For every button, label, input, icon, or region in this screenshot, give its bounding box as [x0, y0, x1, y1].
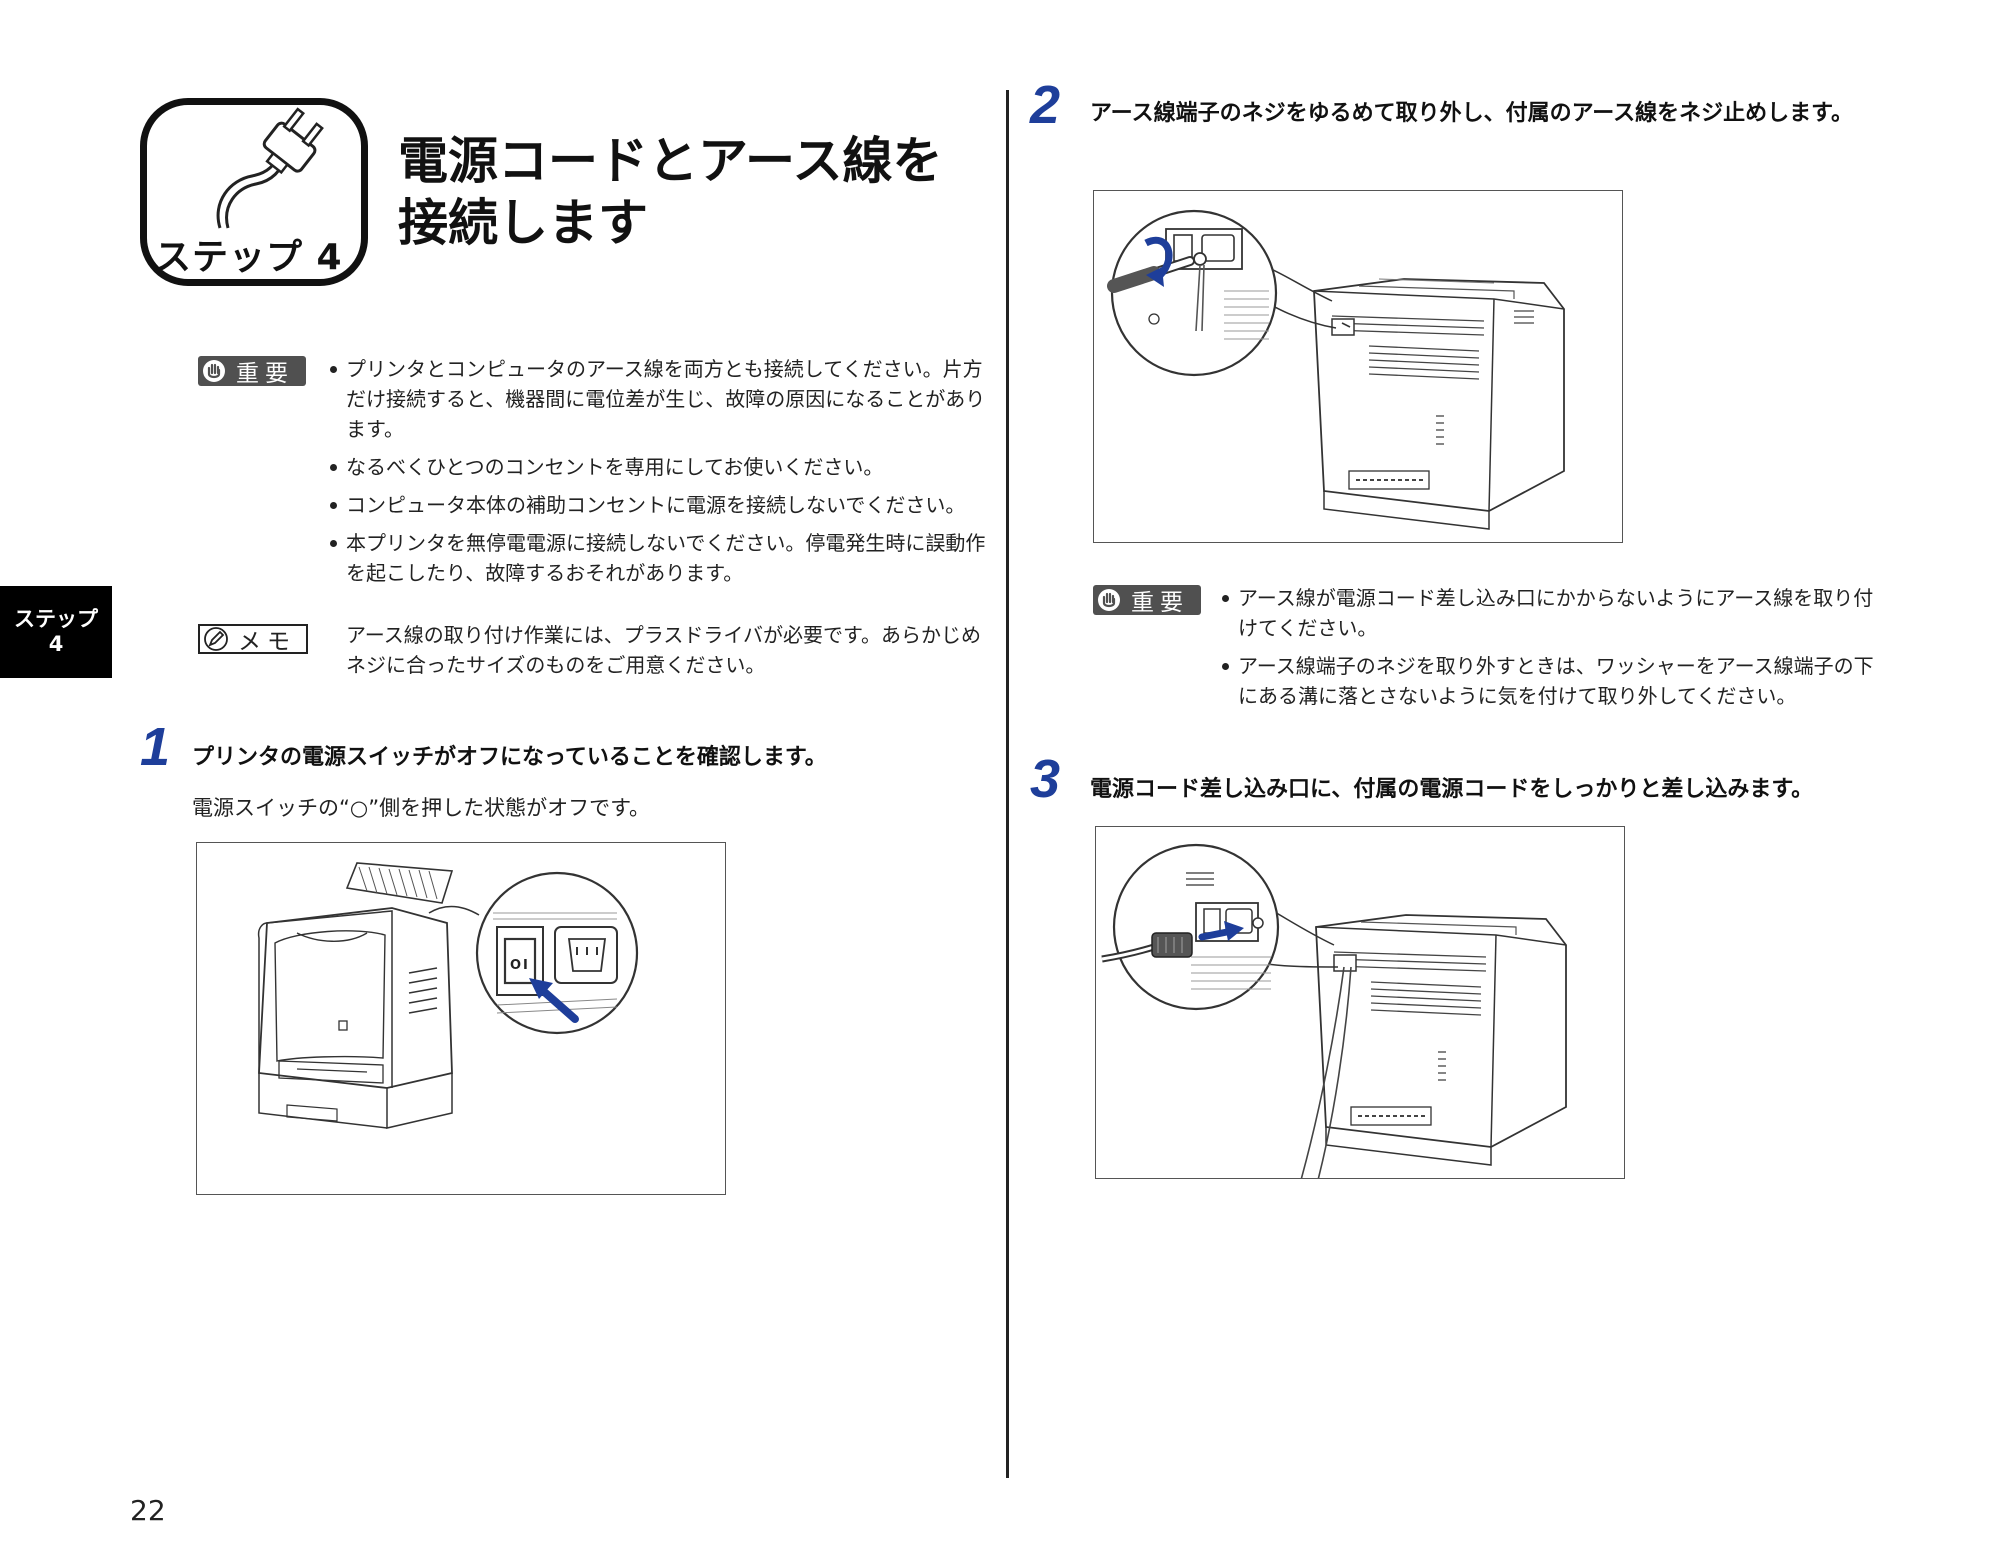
list-item: アース線が電源コード差し込み口にかからないようにアース線を取り付けてください。	[1220, 583, 1888, 643]
chapter-side-tab[interactable]: ステップ 4	[0, 586, 112, 678]
pencil-icon	[204, 627, 228, 651]
printer-front-illustration: O I	[257, 862, 639, 1129]
step-3-heading: 電源コード差し込み口に、付属の電源コードをしっかりと差し込みます。	[1090, 777, 1814, 802]
switch-off-mark: O	[510, 958, 521, 973]
memo-tag: メモ	[198, 624, 308, 655]
step-badge	[140, 98, 368, 286]
power-plug-icon	[216, 107, 324, 229]
list-item: アース線端子のネジを取り外すときは、ワッシャーをアース線端子の下にある溝に落とさ…	[1220, 651, 1888, 711]
important-tag: 重要	[198, 356, 306, 387]
page-title-line1: 電源コードとアース線を	[398, 132, 943, 190]
important-list: プリンタとコンピュータのアース線を両方とも接続してください。片方だけ接続すると、…	[328, 354, 988, 596]
page-title: 電源コードとアース線を 接続します	[398, 130, 943, 254]
step-1-number: 1	[140, 717, 171, 777]
important-list: アース線が電源コード差し込み口にかからないようにアース線を取り付けてください。 …	[1220, 583, 1888, 719]
important-tag-label: 重要	[236, 361, 294, 387]
step-badge-label: ステップ 4	[155, 237, 343, 278]
list-item: プリンタとコンピュータのアース線を両方とも接続してください。片方だけ接続すると、…	[328, 354, 988, 444]
figure-power-switch: O I	[196, 842, 726, 1195]
page-number: 22	[130, 1494, 166, 1527]
list-item: コンピュータ本体の補助コンセントに電源を接続しないでください。	[328, 490, 988, 520]
step-3-number: 3	[1030, 749, 1061, 809]
printer-rear-cord-illustration	[1101, 843, 1567, 1178]
step-2-number: 2	[1030, 75, 1061, 135]
printer-rear-ground-illustration	[1107, 209, 1565, 530]
switch-on-mark: I	[523, 958, 528, 973]
step-1-heading: プリンタの電源スイッチがオフになっていることを確認します。	[192, 745, 827, 770]
stop-hand-icon	[1098, 589, 1120, 611]
important-tag-label: 重要	[1131, 590, 1189, 616]
important-tag: 重要	[1093, 585, 1201, 616]
step-1-note: 電源スイッチの“○”側を押した状態がオフです。	[192, 796, 650, 820]
side-tab-number: 4	[48, 632, 64, 656]
memo-text: アース線の取り付け作業には、プラスドライバが必要です。あらかじめネジに合ったサイ…	[346, 623, 981, 677]
side-tab-label: ステップ	[14, 607, 98, 631]
figure-ground-wire	[1093, 190, 1623, 543]
list-item: 本プリンタを無停電電源に接続しないでください。停電発生時に誤動作を起こしたり、故…	[328, 528, 988, 588]
figure-power-cord	[1095, 826, 1625, 1179]
page-title-line2: 接続します	[398, 194, 648, 252]
stop-hand-icon	[203, 360, 225, 382]
step-2-heading: アース線端子のネジをゆるめて取り外し、付属のアース線をネジ止めします。	[1090, 101, 1853, 126]
memo-tag-label: メモ	[238, 629, 296, 655]
column-divider	[1006, 90, 1009, 1478]
list-item: なるべくひとつのコンセントを専用にしてお使いください。	[328, 452, 988, 482]
